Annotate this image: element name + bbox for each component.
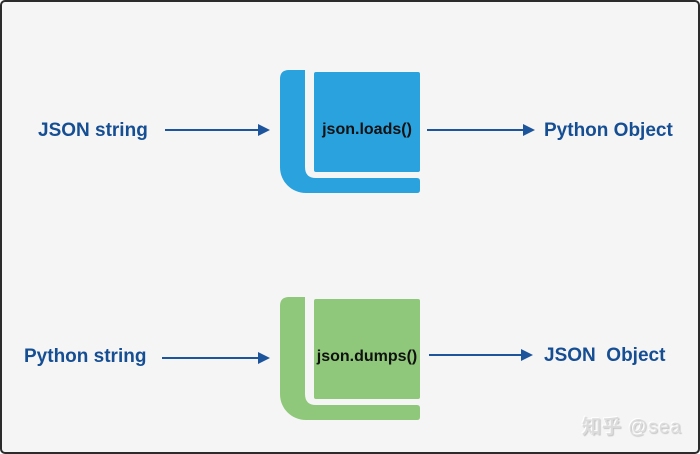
book-spine-shape <box>280 70 420 193</box>
function-label: json.loads() <box>322 121 412 138</box>
book-spine-shape <box>280 297 420 420</box>
arrow-head-icon <box>258 352 270 364</box>
arrow-icon <box>162 352 270 364</box>
watermark-handle: @sea <box>628 417 682 438</box>
arrow-line <box>429 354 524 356</box>
arrow-icon <box>429 349 533 361</box>
arrow-head-icon <box>523 124 535 136</box>
arrow-icon <box>165 124 270 136</box>
arrow-line <box>165 129 261 131</box>
arrow-head-icon <box>521 349 533 361</box>
function-label: json.dumps() <box>316 348 418 365</box>
watermark: 知乎@sea <box>582 412 682 439</box>
watermark-brand: 知乎 <box>582 417 623 438</box>
target-label: JSON Object <box>544 345 666 366</box>
arrow-line <box>162 357 261 359</box>
book-cover-shape <box>314 299 420 399</box>
book-cover-shape <box>314 72 420 172</box>
book-icon: json.loads() <box>280 70 420 194</box>
source-label: JSON string <box>38 120 148 141</box>
arrow-icon <box>427 124 535 136</box>
source-label: Python string <box>24 346 147 367</box>
arrow-line <box>427 129 526 131</box>
arrow-head-icon <box>258 124 270 136</box>
book-icon: json.dumps() <box>280 297 420 421</box>
target-label: Python Object <box>544 120 673 141</box>
